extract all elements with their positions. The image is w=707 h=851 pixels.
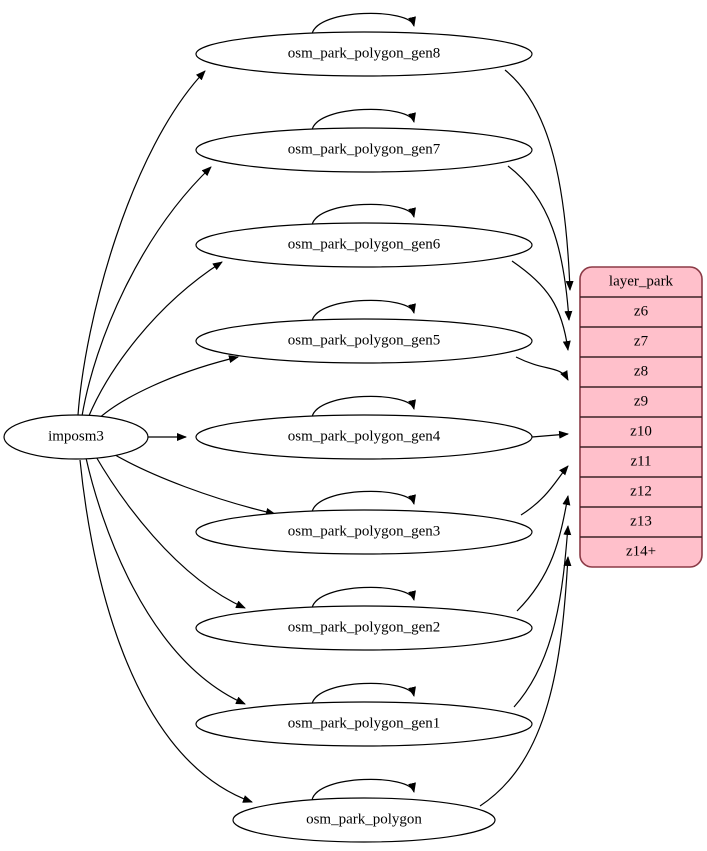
edge-base-z14 <box>479 556 572 807</box>
edge-imposm3-gen6 <box>87 261 223 419</box>
node-gen1 <box>195 701 533 747</box>
edge-imposm3-gen7 <box>81 166 212 417</box>
edge-gen6-z8 <box>511 260 571 351</box>
node-gen8 <box>195 31 533 77</box>
self-loop-gen1 <box>311 682 416 705</box>
edge-imposm3-gen5 <box>95 355 239 422</box>
edge-gen3-z11 <box>520 465 569 516</box>
table-layer-park[interactable] <box>579 266 703 568</box>
edges-imposm3-to-nodes <box>77 70 276 803</box>
edge-gen1-z13 <box>513 525 572 708</box>
self-loop-base <box>311 778 416 801</box>
node-gen6 <box>195 222 533 268</box>
self-loop-gen8 <box>311 12 416 35</box>
edge-imposm3-base <box>79 459 253 803</box>
node-imposm3[interactable] <box>3 414 149 460</box>
self-loop-gen5 <box>311 299 416 322</box>
edge-gen8-z6 <box>504 69 574 291</box>
edge-gen7-z7 <box>507 165 573 321</box>
node-ellipses[interactable] <box>195 31 533 843</box>
node-gen5 <box>195 318 533 364</box>
edge-imposm3-gen8 <box>77 70 206 416</box>
edge-imposm3-gen3 <box>109 451 276 516</box>
edge-gen5-z9 <box>515 356 569 381</box>
edge-imposm3-gen2 <box>94 454 246 609</box>
edge-gen4-z10 <box>531 430 569 439</box>
self-loop-gen6 <box>311 203 416 226</box>
edge-gen2-z12 <box>516 495 571 612</box>
node-gen3 <box>195 509 533 555</box>
edges-nodes-to-layer <box>479 69 574 807</box>
self-loop-edges <box>311 12 416 801</box>
node-gen4 <box>195 414 533 460</box>
node-base <box>232 797 496 843</box>
self-loop-gen2 <box>311 586 416 609</box>
node-gen7 <box>195 127 533 173</box>
node-gen2 <box>195 605 533 651</box>
self-loop-gen3 <box>311 490 416 513</box>
table-row-separators <box>580 296 702 538</box>
edge-imposm3-gen1 <box>85 457 246 705</box>
self-loop-gen4 <box>311 395 416 418</box>
self-loop-gen7 <box>311 108 416 131</box>
